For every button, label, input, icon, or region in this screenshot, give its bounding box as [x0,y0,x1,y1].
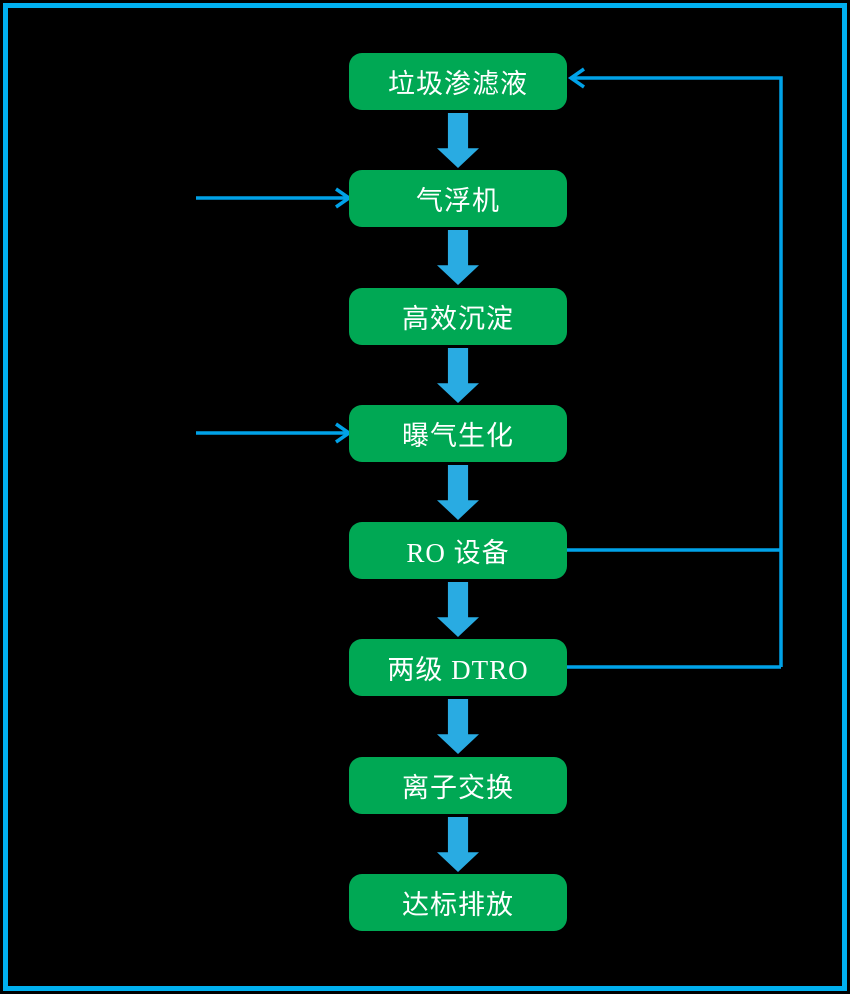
frame-border [3,3,847,991]
node-aeration-bio: 曝气生化 [349,405,567,462]
node-ion-exchange: 离子交换 [349,757,567,814]
node-discharge: 达标排放 [349,874,567,931]
node-leachate: 垃圾渗滤液 [349,53,567,110]
node-ro-unit: RO 设备 [349,522,567,579]
node-sedimentation: 高效沉淀 [349,288,567,345]
node-air-flotation: 气浮机 [349,170,567,227]
node-dtro: 两级 DTRO [349,639,567,696]
